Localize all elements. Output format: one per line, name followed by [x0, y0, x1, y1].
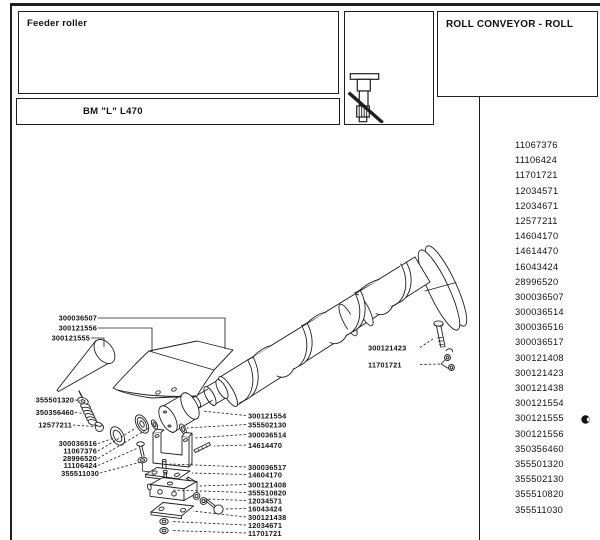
model-label: BM "L" L470: [83, 106, 143, 117]
selected-part-marker: [581, 415, 590, 424]
washer-11701721-bottom: [159, 527, 169, 534]
part-number-row[interactable]: 355502130: [515, 474, 564, 485]
part-number-row[interactable]: 300036516: [515, 322, 564, 333]
part-number-row[interactable]: 12034671: [515, 200, 559, 211]
callout-300121408: 300121408: [248, 480, 286, 489]
bolt-300121423: [433, 320, 446, 348]
page-top-border: [10, 3, 600, 6]
roller-flange: [417, 245, 468, 331]
callout-12034571: 12034571: [248, 496, 282, 505]
callout-300121438: 300121438: [248, 513, 286, 522]
cover-plate: [112, 340, 234, 399]
callout-14614470: 14614470: [248, 441, 282, 450]
washers-11701721-right: [444, 348, 455, 371]
callout-350356460: 350356460: [36, 408, 74, 417]
callout-355501320: 355501320: [36, 396, 74, 405]
section-title: ROLL CONVEYOR - ROLL: [446, 19, 574, 30]
part-number-row[interactable]: 300121423: [515, 367, 564, 378]
spacer-28996520: [150, 419, 159, 430]
callout-355511030: 355511030: [61, 469, 99, 478]
callout-11701721-right: 11701721: [368, 360, 402, 369]
list-divider-line: [478, 97, 480, 540]
callout-300121554: 300121554: [248, 411, 287, 420]
u-bracket-300036514: [152, 428, 193, 468]
page-left-border: [10, 3, 12, 540]
part-number-row[interactable]: 300121554: [515, 398, 564, 409]
plate-300121438: [150, 502, 194, 520]
bolt-16043424: [204, 498, 224, 515]
part-number-row[interactable]: 300121408: [515, 352, 564, 363]
callout-14604170: 14604170: [248, 470, 282, 479]
callout-28996520: 28996520: [63, 454, 97, 463]
callout-300036507: 300036507: [59, 314, 97, 323]
parts-list: 11067376 11106424 11701721 12034571 1203…: [515, 138, 595, 518]
crossed-bolt-icon: [347, 73, 384, 124]
callout-11701721-bottom: 11701721: [248, 529, 282, 538]
section-title-box: ROLL CONVEYOR - ROLL: [437, 11, 598, 97]
callout-355510820: 355510820: [248, 488, 286, 497]
spring-bolt-assembly: [77, 390, 104, 432]
seal-ring-300036516: [109, 426, 126, 446]
cone-part: [56, 338, 116, 392]
leader-lines: [72, 317, 449, 534]
part-number-row[interactable]: 300036517: [515, 337, 564, 348]
callout-11067376: 11067376: [63, 447, 97, 456]
washer-355511030: [137, 456, 152, 473]
part-number-row[interactable]: 355510820: [515, 489, 564, 500]
part-number-row[interactable]: 11106424: [515, 155, 557, 166]
callout-labels: 300036507 300121556 300121555 355501320 …: [36, 314, 407, 538]
part-number-row[interactable]: 350356460: [515, 443, 564, 454]
callout-16043424: 16043424: [248, 504, 283, 513]
icon-box: [343, 11, 434, 125]
part-number-row[interactable]: 14604170: [515, 231, 559, 242]
washer-12034671: [159, 518, 169, 525]
part-number-row[interactable]: 12034571: [515, 185, 559, 196]
callout-300121556: 300121556: [59, 324, 97, 333]
part-number-row[interactable]: 355501320: [515, 458, 564, 469]
callout-300036516: 300036516: [59, 439, 97, 448]
bearing-11067376: [134, 414, 150, 434]
washers-12034571: [192, 492, 208, 505]
part-title-box: Feeder roller: [18, 11, 339, 94]
callout-355502130: 355502130: [248, 420, 286, 429]
callout-300121555: 300121555: [52, 334, 90, 343]
part-number-row[interactable]: 11067376: [515, 140, 558, 150]
part-number-row[interactable]: 12577211: [515, 215, 558, 226]
part-number-row[interactable]: 300121438: [515, 383, 564, 393]
callout-300121423: 300121423: [368, 343, 406, 352]
bolt-11106424: [136, 441, 145, 457]
callout-300036517: 300036517: [248, 463, 286, 472]
part-number-row[interactable]: 28996520: [515, 276, 559, 287]
part-number-row[interactable]: 300121556: [515, 428, 564, 439]
part-number-row[interactable]: 355511030: [515, 504, 564, 515]
part-number-row-selected[interactable]: 300121555: [515, 411, 595, 426]
callout-12034671: 12034671: [248, 521, 282, 530]
part-number-row[interactable]: 11701721: [515, 170, 558, 181]
pin-14614470: [193, 442, 211, 453]
block-300121408: [146, 469, 198, 501]
callout-11106424: 11106424: [64, 461, 98, 470]
part-number-row[interactable]: 14614470: [515, 246, 559, 257]
bearing-housing: [158, 392, 200, 434]
part-number-row[interactable]: 300036514: [515, 307, 564, 318]
roller-spiral: [239, 261, 412, 404]
pin-300036517: [161, 458, 167, 470]
callout-300036514: 300036514: [248, 430, 287, 439]
callout-12577211: 12577211: [38, 421, 72, 430]
model-box: BM "L" L470: [16, 98, 340, 125]
part-title: Feeder roller: [27, 18, 88, 29]
part-number-row[interactable]: 300036507: [515, 291, 564, 302]
part-number-row[interactable]: 16043424: [515, 261, 559, 272]
